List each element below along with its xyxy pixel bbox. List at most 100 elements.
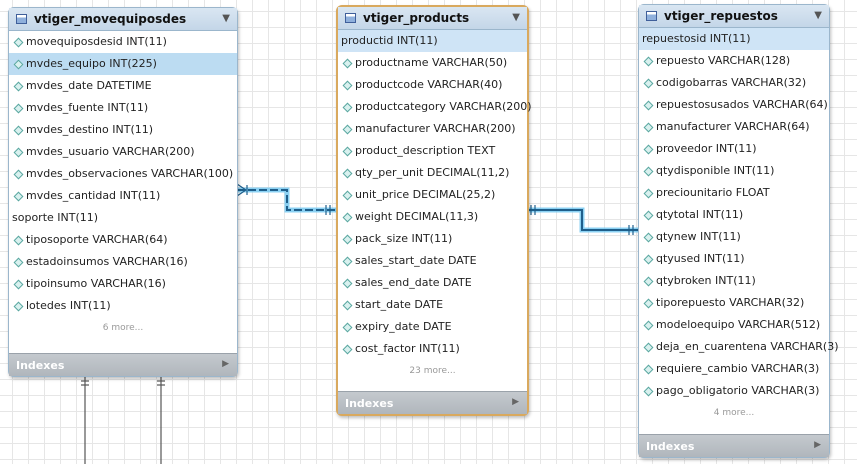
column-diamond-icon <box>342 212 353 223</box>
column-row[interactable]: qtynew INT(11) <box>639 226 829 248</box>
table-vtiger-movequiposdes[interactable]: vtiger_movequiposdes ▼ movequiposdesid I… <box>8 7 238 377</box>
column-label: productcode VARCHAR(40) <box>355 78 503 91</box>
column-label: pack_size INT(11) <box>355 232 453 245</box>
expand-arrow-icon[interactable]: ▶ <box>814 440 821 450</box>
table-header[interactable]: vtiger_movequiposdes ▼ <box>9 8 237 31</box>
column-diamond-icon <box>643 100 654 111</box>
indexes-label: Indexes <box>345 396 394 410</box>
column-diamond-icon <box>643 122 654 133</box>
column-row[interactable]: qtydisponible INT(11) <box>639 160 829 182</box>
column-label: movequiposdesid INT(11) <box>26 35 167 48</box>
column-diamond-icon <box>13 37 24 48</box>
column-row[interactable]: mvdes_cantidad INT(11) <box>9 185 237 207</box>
column-label: proveedor INT(11) <box>656 142 757 155</box>
column-row[interactable]: codigobarras VARCHAR(32) <box>639 72 829 94</box>
column-row[interactable]: repuestosid INT(11) <box>639 28 829 50</box>
one-marker-products-right <box>530 205 536 215</box>
column-row[interactable]: qtybroken INT(11) <box>639 270 829 292</box>
column-label: modeloequipo VARCHAR(512) <box>656 318 821 331</box>
column-row[interactable]: deja_en_cuarentena VARCHAR(3) <box>639 336 839 358</box>
column-label: estadoinsumos VARCHAR(16) <box>26 255 188 268</box>
column-row[interactable]: preciounitario FLOAT <box>639 182 829 204</box>
column-row[interactable]: qty_per_unit DECIMAL(11,2) <box>338 162 527 184</box>
table-header[interactable]: vtiger_products ▼ <box>338 7 527 30</box>
table-name: vtiger_repuestos <box>664 9 778 23</box>
relationship-movequipos-products <box>237 189 336 211</box>
column-label: expiry_date DATE <box>355 320 452 333</box>
column-label: repuestosid INT(11) <box>642 32 751 45</box>
table-vtiger-products[interactable]: vtiger_products ▼ productid INT(11)produ… <box>336 5 532 416</box>
collapse-arrow-icon[interactable]: ▼ <box>814 10 822 21</box>
column-row[interactable]: proveedor INT(11) <box>639 138 829 160</box>
column-row[interactable]: repuesto VARCHAR(128) <box>639 50 829 72</box>
column-row[interactable]: cost_factor INT(11) <box>338 338 527 360</box>
column-row[interactable]: mvdes_date DATETIME <box>9 75 237 97</box>
column-row[interactable]: soporte INT(11) <box>9 207 237 229</box>
column-row[interactable]: pago_obligatorio VARCHAR(3) <box>639 380 829 402</box>
column-row[interactable]: estadoinsumos VARCHAR(16) <box>9 251 237 273</box>
column-row[interactable]: requiere_cambio VARCHAR(3) <box>639 358 829 380</box>
column-row[interactable]: mvdes_destino INT(11) <box>9 119 237 141</box>
column-list: productid INT(11)productname VARCHAR(50)… <box>338 30 532 360</box>
column-row[interactable]: tiporepuesto VARCHAR(32) <box>639 292 829 314</box>
column-label: deja_en_cuarentena VARCHAR(3) <box>656 340 839 353</box>
column-diamond-icon <box>13 279 24 290</box>
column-row[interactable]: mvdes_equipo INT(225) <box>9 53 237 75</box>
column-row[interactable]: productname VARCHAR(50) <box>338 52 527 74</box>
column-row[interactable]: start_date DATE <box>338 294 527 316</box>
column-label: product_description TEXT <box>355 144 496 157</box>
column-row[interactable]: unit_price DECIMAL(25,2) <box>338 184 527 206</box>
more-columns-label[interactable]: 6 more... <box>102 323 144 333</box>
column-diamond-icon <box>13 81 24 92</box>
column-row[interactable]: lotedes INT(11) <box>9 295 237 317</box>
column-row[interactable]: weight DECIMAL(11,3) <box>338 206 527 228</box>
column-diamond-icon <box>342 168 353 179</box>
indexes-section[interactable]: Indexes ▶ <box>9 353 237 376</box>
column-row[interactable]: tipoinsumo VARCHAR(16) <box>9 273 237 295</box>
column-row[interactable]: expiry_date DATE <box>338 316 527 338</box>
column-row[interactable]: repuestosusados VARCHAR(64) <box>639 94 829 116</box>
collapse-arrow-icon[interactable]: ▼ <box>512 12 520 23</box>
expand-arrow-icon[interactable]: ▶ <box>512 397 519 407</box>
column-row[interactable]: manufacturer VARCHAR(64) <box>639 116 829 138</box>
table-name: vtiger_movequiposdes <box>34 12 187 26</box>
column-row[interactable]: tiposoporte VARCHAR(64) <box>9 229 237 251</box>
table-icon <box>646 11 657 21</box>
column-label: qtybroken INT(11) <box>656 274 756 287</box>
column-row[interactable]: mvdes_fuente INT(11) <box>9 97 237 119</box>
table-header[interactable]: vtiger_repuestos ▼ <box>639 5 829 28</box>
column-diamond-icon <box>643 342 654 353</box>
column-row[interactable]: productcode VARCHAR(40) <box>338 74 527 96</box>
column-diamond-icon <box>643 298 654 309</box>
column-diamond-icon <box>643 166 654 177</box>
indexes-label: Indexes <box>16 358 65 372</box>
column-list: movequiposdesid INT(11) mvdes_equipo INT(… <box>9 31 237 317</box>
column-row[interactable]: sales_end_date DATE <box>338 272 527 294</box>
more-columns-label[interactable]: 23 more... <box>409 366 456 376</box>
expand-arrow-icon[interactable]: ▶ <box>222 359 229 369</box>
table-vtiger-repuestos[interactable]: vtiger_repuestos ▼ repuestosid INT(11) re… <box>638 4 839 458</box>
column-label: qtytotal INT(11) <box>656 208 744 221</box>
collapse-arrow-icon[interactable]: ▼ <box>222 13 230 24</box>
column-row[interactable]: mvdes_usuario VARCHAR(200) <box>9 141 237 163</box>
indexes-section[interactable]: Indexes ▶ <box>338 391 527 414</box>
column-row[interactable]: product_description TEXT <box>338 140 527 162</box>
column-label: soporte INT(11) <box>12 211 99 224</box>
column-row[interactable]: qtyused INT(11) <box>639 248 829 270</box>
table-icon <box>345 13 356 23</box>
column-row[interactable]: productid INT(11) <box>338 30 527 52</box>
column-row[interactable]: productcategory VARCHAR(200) <box>338 96 532 118</box>
column-row[interactable]: movequiposdesid INT(11) <box>9 31 237 53</box>
column-row[interactable]: mvdes_observaciones VARCHAR(100) <box>9 163 237 185</box>
column-row[interactable]: manufacturer VARCHAR(200) <box>338 118 527 140</box>
column-row[interactable]: sales_start_date DATE <box>338 250 527 272</box>
column-row[interactable]: qtytotal INT(11) <box>639 204 829 226</box>
indexes-section[interactable]: Indexes ▶ <box>639 434 829 457</box>
column-row[interactable]: modeloequipo VARCHAR(512) <box>639 314 829 336</box>
column-label: mvdes_date DATETIME <box>26 79 152 92</box>
column-diamond-icon <box>13 169 24 180</box>
column-diamond-icon <box>342 278 353 289</box>
more-columns-label[interactable]: 4 more... <box>713 408 755 418</box>
column-label: lotedes INT(11) <box>26 299 111 312</box>
column-row[interactable]: pack_size INT(11) <box>338 228 527 250</box>
